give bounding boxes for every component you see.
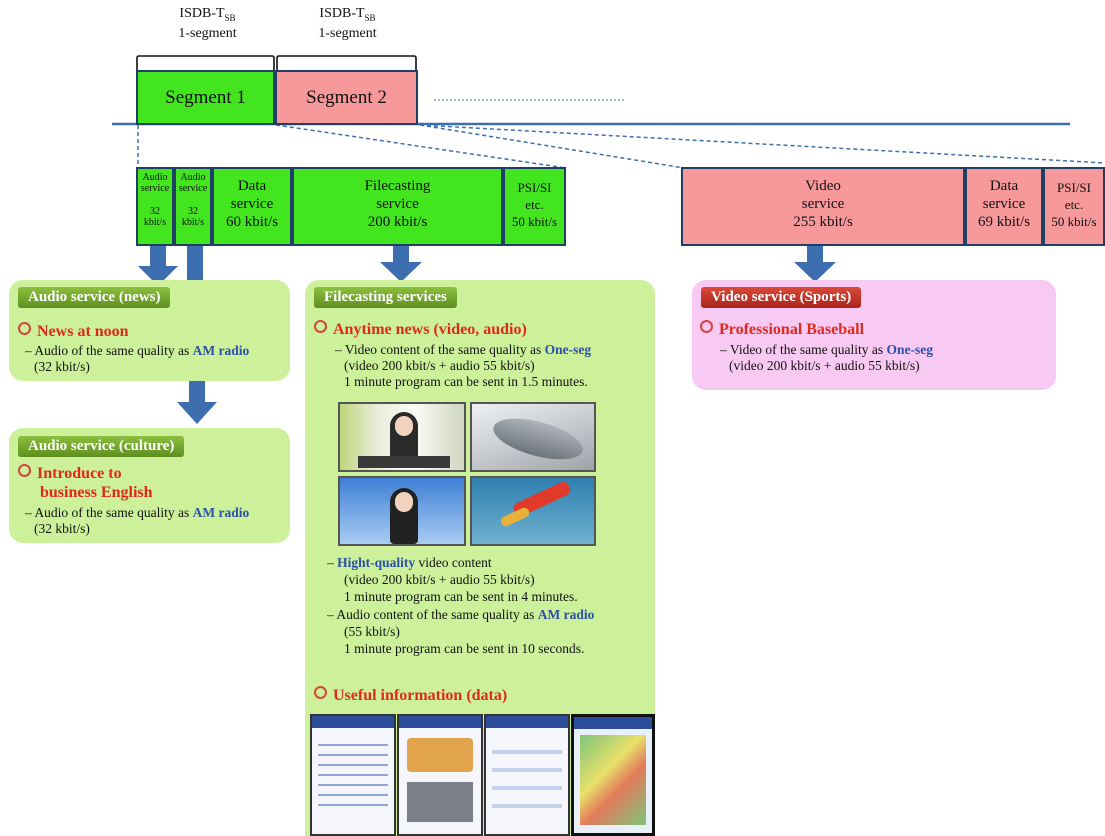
arrow-down-icon [177, 380, 217, 424]
filecasting-video-line3: 1 minute program can be sent in 1.5 minu… [344, 374, 588, 389]
filecasting-heading: Anytime news (video, audio) [314, 320, 527, 339]
filecasting-video-line2: (video 200 kbit/s + audio 55 kbit/s) [344, 358, 535, 373]
circle-bullet-icon [314, 686, 327, 699]
audio-news-heading: News at noon [18, 322, 129, 341]
arrow-bar-icon [187, 246, 203, 286]
filecasting-hq-line2: (video 200 kbit/s + audio 55 kbit/s) [344, 572, 535, 587]
weather-map-thumbnail [470, 476, 596, 546]
arrow-down-icon [380, 246, 422, 282]
audio-culture-line1: – Audio of the same quality as AM radio [25, 505, 250, 520]
segment-2: Segment 2 [275, 70, 418, 125]
news-anchor-thumbnail [338, 402, 466, 472]
audio-culture-heading-2: business English [40, 484, 153, 501]
video-sports-heading: Professional Baseball [700, 320, 864, 339]
audio-news-line1: – Audio of the same quality as AM radio [25, 343, 250, 358]
circle-bullet-icon [18, 322, 31, 335]
continuation-dots [434, 99, 624, 101]
data-screen-thumbnail-1 [310, 714, 396, 836]
audio-culture-heading: Introduce to [18, 464, 122, 483]
filecasting-hq-line3: 1 minute program can be sent in 4 minute… [344, 589, 578, 604]
segment-1: Segment 1 [136, 70, 275, 125]
useful-info-heading: Useful information (data) [314, 686, 507, 705]
data-screen-thumbnail-2 [397, 714, 483, 836]
data-screen-thumbnail-4 [571, 714, 655, 836]
video-sports-line2: (video 200 kbit/s + audio 55 kbit/s) [729, 358, 920, 373]
news-studio-thumbnail [338, 476, 466, 546]
audio-news-line2: (32 kbit/s) [34, 359, 90, 374]
audio-news-tag: Audio service (news) [18, 287, 171, 308]
arrow-down-icon [138, 246, 178, 286]
filecasting-hq-line1: – Hight-quality video content [327, 555, 492, 570]
circle-bullet-icon [700, 320, 713, 333]
filecasting-tag: Filecasting services [314, 287, 457, 308]
filecasting-audio-line2: (55 kbit/s) [344, 624, 400, 639]
fish-thumbnail [470, 402, 596, 472]
filecasting-audio-line3: 1 minute program can be sent in 10 secon… [344, 641, 585, 656]
audio-culture-line2: (32 kbit/s) [34, 521, 90, 536]
arrow-down-icon [794, 246, 836, 282]
filecasting-audio-line1: – Audio content of the same quality as A… [327, 607, 595, 622]
video-sports-line1: – Video of the same quality as One-seg [720, 342, 934, 357]
circle-bullet-icon [18, 464, 31, 477]
video-sports-tag: Video service (Sports) [701, 287, 862, 308]
audio-culture-tag: Audio service (culture) [18, 436, 185, 457]
data-screen-thumbnail-3 [484, 714, 570, 836]
filecasting-video-line1: – Video content of the same quality as O… [335, 342, 592, 357]
circle-bullet-icon [314, 320, 327, 333]
